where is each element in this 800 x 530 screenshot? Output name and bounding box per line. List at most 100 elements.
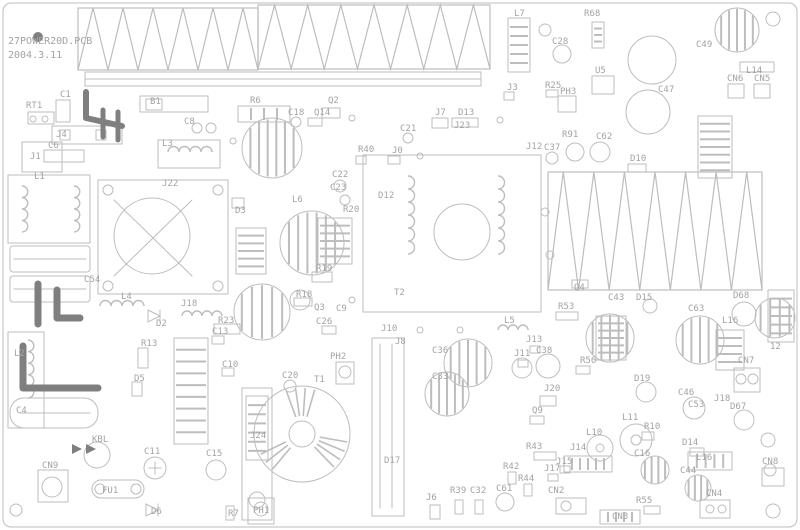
capacitor-c62 bbox=[589, 141, 611, 163]
jumper-j3 bbox=[503, 91, 515, 101]
capacitor bbox=[424, 371, 470, 417]
component-label: U5 bbox=[595, 66, 606, 76]
component-label: R23 bbox=[218, 316, 234, 326]
component-label: Q14 bbox=[314, 108, 330, 118]
component-label: C43 bbox=[608, 293, 624, 303]
component-label: C32 bbox=[470, 486, 486, 496]
component-label: D2 bbox=[156, 319, 167, 329]
connector-cn6 bbox=[727, 83, 745, 99]
toroid-winding bbox=[318, 440, 345, 452]
component-outline bbox=[145, 98, 163, 111]
resistor-r23 bbox=[213, 323, 241, 335]
capacitor-c61 bbox=[495, 492, 515, 512]
film-capacitor bbox=[9, 245, 91, 273]
toroid-winding bbox=[271, 447, 292, 470]
connector-cn4 bbox=[699, 499, 731, 519]
component-label: R43 bbox=[526, 442, 542, 452]
component-label: J18 bbox=[714, 394, 730, 404]
toroid-winding bbox=[285, 390, 297, 418]
inductor-coil bbox=[167, 145, 213, 153]
connector-cn2 bbox=[555, 497, 587, 515]
pad-or-cap bbox=[41, 115, 49, 123]
component-label: 2004.3.11 bbox=[8, 50, 62, 61]
component-label: D6 bbox=[151, 507, 162, 517]
pad-or-cap bbox=[212, 280, 224, 292]
component-label: R13 bbox=[141, 339, 157, 349]
heatsink-top-right-fins bbox=[257, 2, 491, 72]
component-label: R10 bbox=[644, 422, 660, 432]
connector-j4 bbox=[51, 125, 123, 145]
capacitor-c10 bbox=[221, 367, 235, 377]
component-label: PH1 bbox=[253, 506, 269, 516]
component-label: L3 bbox=[162, 139, 173, 149]
component-label: C53 bbox=[688, 400, 704, 410]
capacitor bbox=[675, 315, 725, 365]
pad-or-cap bbox=[717, 504, 727, 514]
capacitor bbox=[625, 89, 671, 135]
component-label: R68 bbox=[584, 9, 600, 19]
resistor-r55 bbox=[643, 505, 661, 515]
component-label: 12 bbox=[770, 342, 781, 352]
inductor-l14 bbox=[739, 61, 775, 73]
resistor-r18 bbox=[293, 297, 313, 307]
component-label: C21 bbox=[400, 124, 416, 134]
component-label: C54 bbox=[84, 275, 100, 285]
component-label: J6 bbox=[426, 493, 437, 503]
bridge-b1 bbox=[139, 95, 209, 113]
diode-d3 bbox=[231, 197, 245, 209]
component-label: J23 bbox=[454, 121, 470, 131]
heatsink-top-left-fins bbox=[77, 7, 259, 71]
toroid-t1 bbox=[253, 385, 351, 483]
component-label: J14 bbox=[570, 443, 586, 453]
jumper-j13 bbox=[529, 345, 541, 354]
pad-or-cap bbox=[705, 504, 715, 514]
resistor-r43 bbox=[533, 451, 557, 461]
component-label: KBL bbox=[92, 435, 108, 445]
connector-cn5 bbox=[753, 83, 771, 99]
capacitor bbox=[627, 35, 677, 85]
pad-or-cap bbox=[29, 115, 37, 123]
component-label: CN6 bbox=[727, 74, 743, 84]
diode-d5 bbox=[131, 381, 143, 397]
diode-d14 bbox=[689, 447, 705, 457]
component-hatch bbox=[767, 289, 795, 343]
component-label: L4 bbox=[121, 292, 132, 302]
component-label: PH2 bbox=[330, 352, 346, 362]
component-label: B1 bbox=[150, 97, 161, 107]
pad-or-cap bbox=[41, 476, 63, 498]
capacitor bbox=[640, 455, 670, 485]
component-label: 27POWER20D.PCB bbox=[8, 36, 92, 47]
component-hatch bbox=[595, 315, 627, 361]
component-label: T1 bbox=[314, 375, 325, 385]
component-label: CN5 bbox=[754, 74, 770, 84]
jumper-j6 bbox=[429, 504, 441, 520]
component-label: L5 bbox=[504, 316, 515, 326]
inductor-coil bbox=[497, 324, 529, 331]
pad-or-cap bbox=[102, 280, 114, 292]
pad-or-cap bbox=[595, 443, 605, 453]
component-label: J7 bbox=[435, 108, 446, 118]
capacitor-c46 bbox=[682, 396, 706, 420]
component-label: D5 bbox=[134, 374, 145, 384]
component-label: R19 bbox=[316, 264, 332, 274]
component-label: C20 bbox=[282, 371, 298, 381]
capacitor-c32 bbox=[474, 499, 484, 515]
capacitor-c13 bbox=[211, 335, 225, 345]
component-label: L16 bbox=[722, 316, 738, 326]
component-label: Q4 bbox=[574, 283, 585, 293]
component-label: J10 bbox=[381, 324, 397, 334]
component-label: D15 bbox=[636, 293, 652, 303]
jumper-j15 bbox=[559, 465, 571, 474]
component-label: R6 bbox=[250, 96, 261, 106]
component-label: D67 bbox=[730, 402, 746, 412]
component-label: C11 bbox=[144, 447, 160, 457]
pad bbox=[540, 207, 550, 217]
pad bbox=[348, 114, 356, 122]
capacitor-c23 bbox=[339, 194, 351, 206]
capacitor-c18 bbox=[290, 116, 302, 128]
component-label: D17 bbox=[384, 456, 400, 466]
component-label: L6 bbox=[292, 195, 303, 205]
component-label: Q3 bbox=[314, 303, 325, 313]
